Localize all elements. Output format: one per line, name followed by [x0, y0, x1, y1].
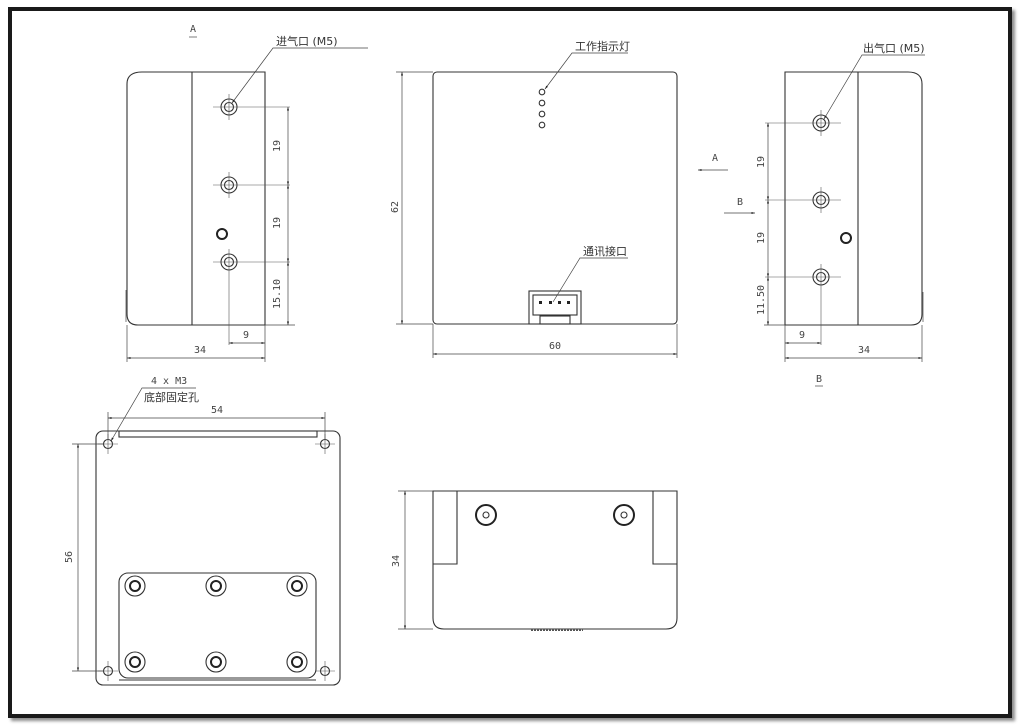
bottom-view: 4 x M3 底部固定孔 54 56: [64, 376, 341, 686]
dim-54: 54: [211, 405, 223, 416]
dim-19a: 19: [272, 140, 283, 152]
arrow-b-label: B: [737, 197, 743, 208]
dim-19b: 19: [756, 232, 767, 244]
mount-hole-count: 4 x M3: [151, 376, 187, 387]
screw-icons: [475, 504, 635, 526]
port-icon: [765, 264, 841, 345]
manifold-plate: [118, 572, 317, 679]
dim-11-50: 11.50: [756, 285, 767, 315]
status-led-icons: [538, 88, 546, 129]
port-icon: [765, 187, 841, 213]
arrow-a-label: A: [712, 153, 718, 164]
dim-34: 34: [858, 345, 870, 356]
comm-port-callout: 通讯接口: [583, 245, 627, 258]
section-marker-b: B: [816, 374, 822, 385]
right-view: 出气口 (M5) 19 19 11.50 9 34 B: [756, 41, 925, 387]
inlet-callout: 进气口 (M5): [276, 34, 338, 48]
indicator-hole-icon: [840, 232, 852, 244]
inlet-port-icon: [213, 94, 290, 120]
dim-15-10: 15.10: [272, 279, 283, 309]
screw-icons: [124, 575, 308, 673]
drawing-frame: [8, 7, 1012, 718]
dim-62: 62: [390, 201, 401, 213]
left-view-body: [126, 71, 266, 326]
indicator-callout: 工作指示灯: [575, 39, 630, 53]
indicator-hole-icon: [216, 228, 228, 240]
left-view: A 进气口 (M5) 19 19 15.10: [125, 24, 368, 362]
dim-9: 9: [243, 330, 249, 341]
port-icon: [213, 172, 290, 198]
dim-19b: 19: [272, 217, 283, 229]
dim-34: 34: [194, 345, 206, 356]
dim-19a: 19: [756, 156, 767, 168]
right-view-body: [784, 71, 923, 326]
dim-34: 34: [391, 555, 402, 567]
top-view: 34: [391, 490, 678, 631]
dim-60: 60: [549, 341, 561, 352]
comm-connector-icon: [528, 290, 582, 325]
front-view-body: [432, 71, 678, 325]
port-icon: [213, 249, 290, 345]
bottom-view-body: [95, 430, 341, 686]
section-marker-a: A: [190, 24, 196, 35]
top-view-body: [432, 490, 678, 630]
outlet-port-icon: [765, 110, 841, 136]
dim-56: 56: [64, 551, 75, 563]
mounting-hole-icons: [98, 434, 335, 681]
mount-hole-callout: 底部固定孔: [144, 390, 199, 404]
dim-9: 9: [799, 330, 805, 341]
front-view: 工作指示灯 通讯接口 62 60 A B: [390, 39, 755, 358]
outlet-callout: 出气口 (M5): [863, 41, 925, 55]
